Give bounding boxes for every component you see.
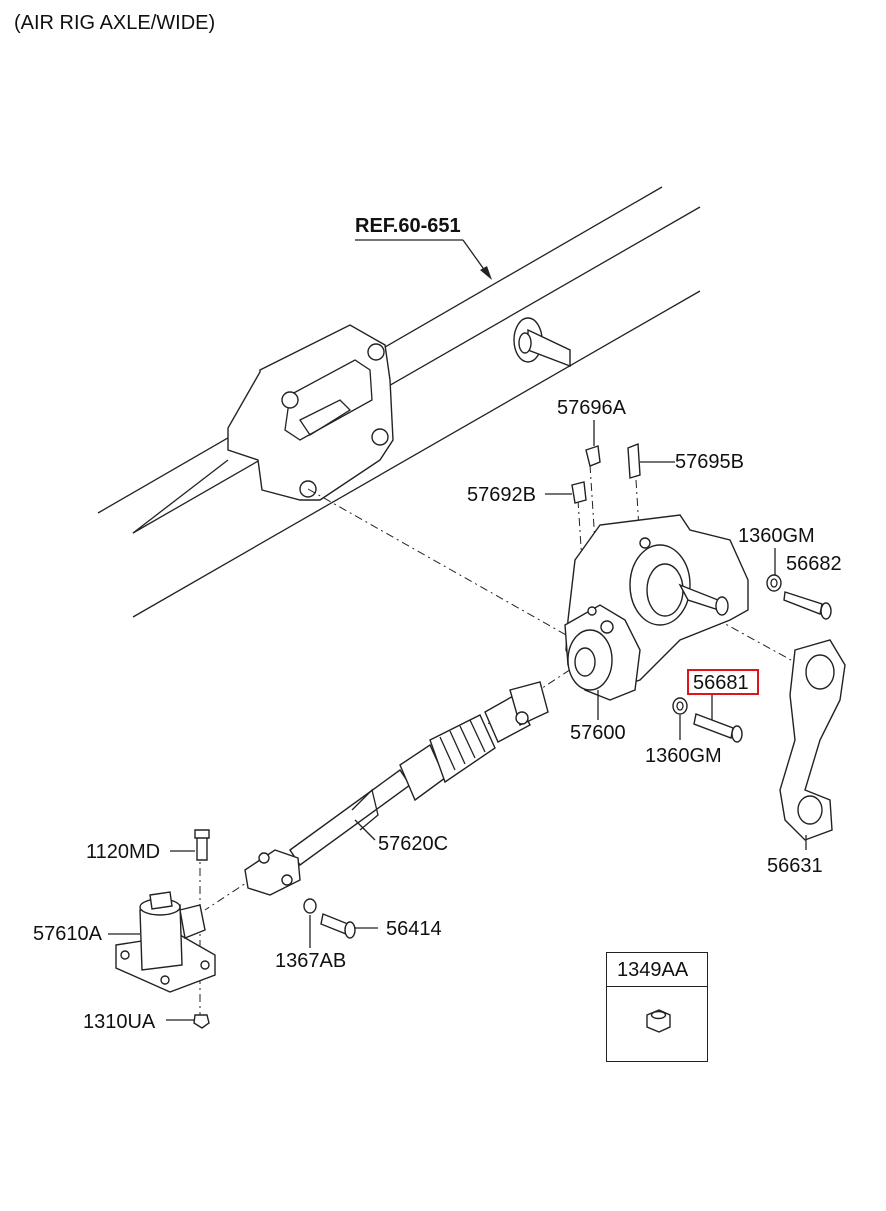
frame-bracket-drawing <box>227 324 394 501</box>
reference-arrow <box>355 239 492 280</box>
washer-1360gm-bottom-drawing <box>672 697 688 715</box>
washer-1367ab-drawing <box>303 898 317 914</box>
highlight-box <box>687 669 759 695</box>
fitting-57696A-drawing <box>585 445 601 467</box>
part-label-56681[interactable]: 56681 <box>693 672 749 694</box>
diagram-title: (AIR RIG AXLE/WIDE) <box>14 12 216 34</box>
part-label-1360GM-bottom[interactable]: 1360GM <box>645 745 722 767</box>
part-label-1310UA[interactable]: 1310UA <box>83 1011 156 1033</box>
washer-1360gm-top-drawing <box>766 574 782 592</box>
fitting-57695B-drawing <box>627 442 675 479</box>
part-label-57610A[interactable]: 57610A <box>33 923 102 945</box>
bolt-1120md-drawing <box>194 829 210 861</box>
assembly-axis-line <box>307 488 576 641</box>
leader-lines <box>108 420 807 1021</box>
shaft-bearing-drawing <box>115 891 216 993</box>
part-label-57695B[interactable]: 57695B <box>675 451 744 473</box>
part-label-56631[interactable]: 56631 <box>767 855 823 877</box>
steering-gear-drawing <box>564 514 749 701</box>
rail-pin-drawing <box>513 317 571 368</box>
part-label-57692B[interactable]: 57692B <box>467 484 536 506</box>
nut-1310ua-drawing <box>193 1014 210 1029</box>
part-label-1367AB[interactable]: 1367AB <box>275 950 347 972</box>
part-label-57600[interactable]: 57600 <box>570 722 626 744</box>
boxed-part-1349AA[interactable]: 1349AA <box>606 952 708 1062</box>
part-label-57620C[interactable]: 57620C <box>378 833 449 855</box>
part-label-56682[interactable]: 56682 <box>786 553 842 575</box>
part-label-1120MD[interactable]: 1120MD <box>86 841 161 863</box>
part-label-57696A[interactable]: 57696A <box>557 397 626 419</box>
fitting-57692B-drawing <box>571 481 587 504</box>
part-label-1360GM-top[interactable]: 1360GM <box>738 525 815 547</box>
pitman-arm-drawing <box>779 639 846 841</box>
bolt-56682-drawing <box>783 591 832 620</box>
intermediate-shaft-drawing <box>244 681 549 896</box>
part-label-56414[interactable]: 56414 <box>386 918 442 940</box>
bolt-56681-drawing <box>693 713 743 743</box>
nut-icon <box>646 1009 671 1033</box>
boxed-part-header: 1349AA <box>607 953 707 987</box>
boxed-part-label: 1349AA <box>617 959 689 981</box>
bolt-56414-drawing <box>320 913 356 939</box>
reference-label: REF.60-651 <box>355 215 461 237</box>
